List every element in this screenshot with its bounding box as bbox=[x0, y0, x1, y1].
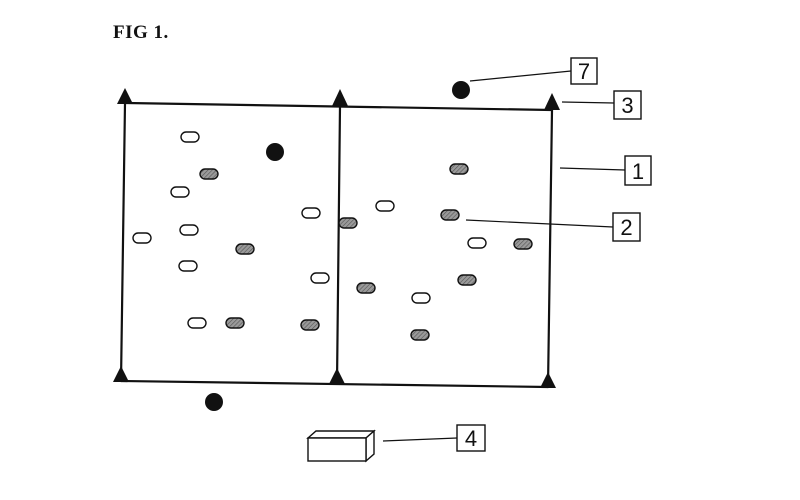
open-capsule bbox=[170, 186, 190, 198]
hatched-capsule bbox=[225, 317, 245, 329]
hatched-capsule bbox=[300, 319, 320, 331]
hatched-capsule bbox=[338, 217, 358, 229]
post-bottom-middle bbox=[329, 368, 345, 384]
ref-box-2: 2 bbox=[612, 212, 641, 242]
open-capsule bbox=[301, 207, 321, 219]
open-capsule bbox=[180, 131, 200, 143]
hatched-capsule bbox=[457, 274, 477, 286]
ref-label-7: 7 bbox=[578, 59, 590, 84]
leader-lines bbox=[382, 70, 626, 442]
ref-label-3: 3 bbox=[621, 93, 633, 118]
frame-right-edge bbox=[546, 108, 554, 389]
open-capsule bbox=[375, 200, 395, 212]
ref-box-3: 3 bbox=[613, 90, 642, 120]
leader-7 bbox=[469, 70, 572, 82]
post-top-right bbox=[544, 93, 560, 110]
hatched-capsule bbox=[449, 163, 469, 175]
hatched-capsule bbox=[410, 329, 430, 341]
box-object bbox=[306, 429, 376, 463]
open-capsule bbox=[178, 260, 198, 272]
ref-label-4: 4 bbox=[465, 426, 477, 451]
ref-box-4: 4 bbox=[456, 424, 486, 452]
box-top-face bbox=[306, 430, 376, 439]
hatched-capsule bbox=[513, 238, 533, 250]
leader-1 bbox=[559, 167, 626, 171]
hatched-capsule bbox=[235, 243, 255, 255]
hatched-capsule bbox=[356, 282, 376, 294]
leader-4 bbox=[382, 437, 458, 442]
open-capsule bbox=[411, 292, 431, 304]
dot-inner-left bbox=[266, 143, 284, 161]
ref-label-2: 2 bbox=[620, 215, 632, 240]
hatched-capsule bbox=[440, 209, 460, 221]
open-capsules bbox=[132, 131, 487, 329]
hatched-capsule bbox=[199, 168, 219, 180]
figure-title: FIG 1. bbox=[113, 22, 169, 43]
ref-box-1: 1 bbox=[624, 155, 652, 186]
post-bottom-left bbox=[113, 366, 129, 382]
solid-dots bbox=[205, 81, 470, 411]
dot-top-right bbox=[452, 81, 470, 99]
corner-posts bbox=[113, 88, 560, 388]
open-capsule bbox=[467, 237, 487, 249]
open-capsule bbox=[179, 224, 199, 236]
reference-labels: 7 3 1 2 4 bbox=[456, 57, 652, 452]
frame-left-edge bbox=[119, 101, 127, 383]
box-front-face bbox=[307, 437, 367, 462]
open-capsule bbox=[187, 317, 207, 329]
frame-middle-divider bbox=[335, 104, 342, 385]
post-bottom-right bbox=[540, 372, 556, 388]
frame bbox=[119, 101, 554, 389]
open-capsule bbox=[132, 232, 152, 244]
ref-box-7: 7 bbox=[570, 57, 598, 85]
ref-label-1: 1 bbox=[632, 159, 644, 184]
post-top-middle bbox=[332, 89, 348, 106]
open-capsule bbox=[310, 272, 330, 284]
post-top-left bbox=[117, 88, 133, 104]
leader-2 bbox=[465, 219, 614, 228]
frame-top-edge bbox=[123, 101, 554, 112]
dot-bottom-left bbox=[205, 393, 223, 411]
hatched-capsules bbox=[199, 163, 533, 341]
leader-3 bbox=[561, 101, 615, 104]
